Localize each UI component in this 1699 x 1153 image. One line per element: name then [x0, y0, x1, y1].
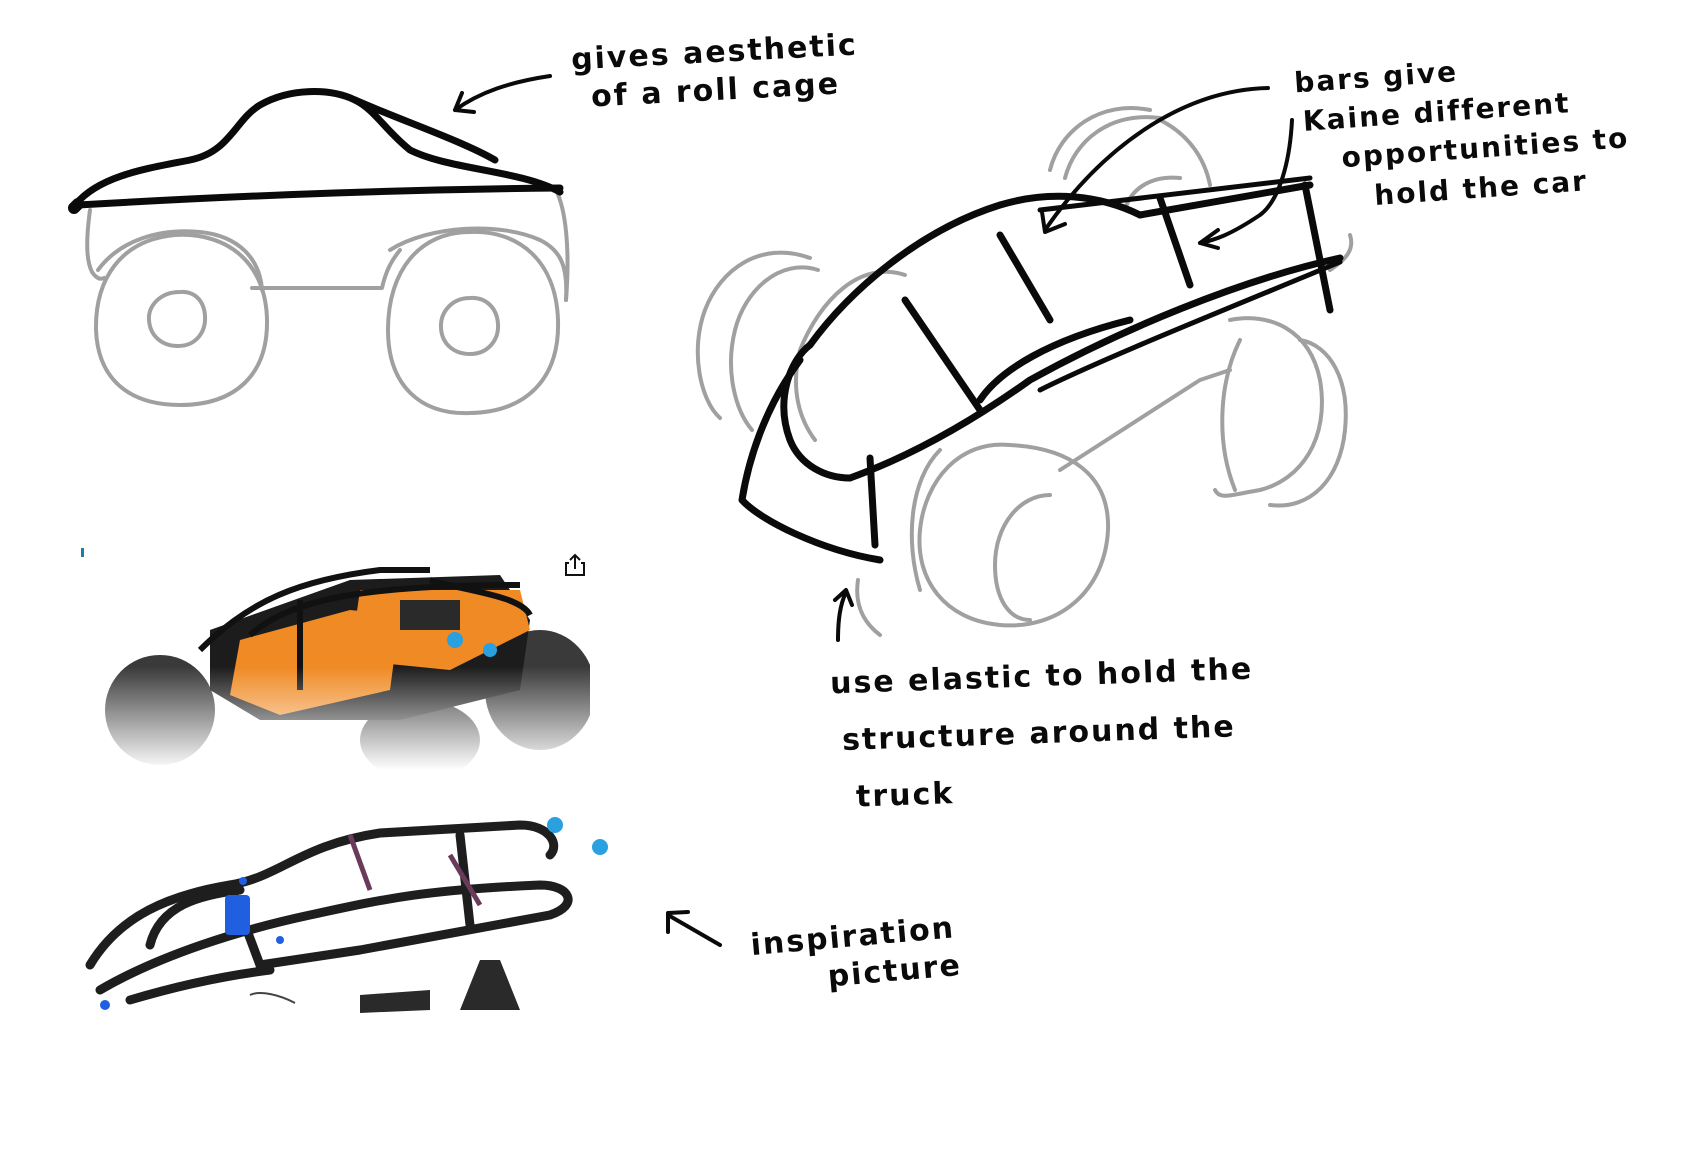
annotation-bars: bars give Kaine different opportunities … [1285, 40, 1633, 220]
perspective-sketch [666, 86, 1354, 947]
share-icon[interactable] [562, 552, 588, 578]
side-view-sketch [68, 74, 570, 416]
cursor-mark [81, 548, 84, 557]
annotation-roll-cage: gives aesthetic of a roll cage [570, 27, 860, 117]
cage-kit-photo [80, 785, 620, 1025]
annotation-elastic: use elastic to hold the structure around… [829, 641, 1258, 827]
orange-truck-photo [100, 540, 590, 770]
